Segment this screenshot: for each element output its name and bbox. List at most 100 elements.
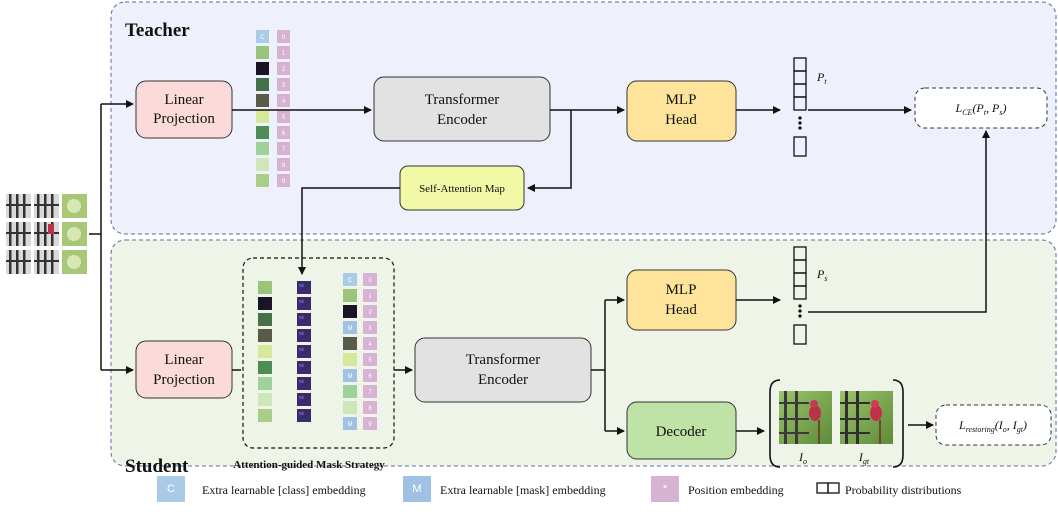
attention-token [297, 329, 311, 342]
teacher-linear-line1: Linear [164, 92, 203, 108]
svg-text:0: 0 [368, 278, 372, 284]
self-attention-map: Self-Attention Map [399, 165, 525, 211]
legend-prob-label: Probability distributions [845, 483, 962, 497]
teacher-title: Teacher [125, 20, 190, 41]
svg-text:1: 1 [368, 294, 372, 300]
patch-token [258, 361, 272, 374]
teacher-mlp-line2: Head [665, 112, 697, 128]
output-images: Io Igt [769, 379, 904, 468]
patch-token [256, 174, 269, 187]
patch-token [343, 385, 357, 398]
attention-token [297, 313, 311, 326]
position-token [277, 62, 290, 75]
patch-token [256, 110, 269, 123]
patch-token [258, 281, 272, 294]
svg-text:Projection: Projection [153, 372, 215, 388]
p-s-label: Ps [816, 267, 827, 283]
patch-token [258, 297, 272, 310]
position-token [363, 369, 377, 382]
patch-token [256, 94, 269, 107]
position-token [277, 78, 290, 91]
svg-text:Self-Attention Map: Self-Attention Map [419, 183, 505, 195]
svg-text:7: 7 [282, 147, 286, 153]
teacher-arrows [232, 106, 990, 313]
teacher-mlp-head: MLP Head [626, 80, 737, 142]
student-title: Student [125, 456, 189, 477]
patch-token [256, 158, 269, 171]
svg-text:Linear: Linear [164, 352, 203, 368]
patch-token [343, 401, 357, 414]
position-token [363, 353, 377, 366]
img-gt-label: Igt [858, 450, 870, 466]
svg-text:C: C [260, 35, 265, 41]
svg-text:LCE(Pt, Ps): LCE(Pt, Ps) [955, 101, 1007, 117]
legend-class-swatch [157, 476, 185, 502]
attention-token [297, 281, 311, 294]
input-patch [62, 222, 87, 246]
teacher-linear-line2: Projection [153, 111, 215, 127]
svg-text:4: 4 [368, 342, 372, 348]
ce-loss-box: LCE(Pt, Ps) [914, 87, 1048, 129]
class-token [256, 30, 269, 43]
svg-text:Head: Head [665, 302, 697, 318]
svg-text:3: 3 [368, 326, 372, 332]
attention-token [297, 377, 311, 390]
input-patch [34, 250, 59, 274]
svg-text:2: 2 [368, 310, 372, 316]
svg-text:5: 5 [282, 115, 286, 121]
reconstructed-image [779, 391, 832, 444]
position-token [277, 158, 290, 171]
position-token [277, 110, 290, 123]
patch-token [256, 126, 269, 139]
teacher-linear-projection: Linear Projection [135, 80, 233, 139]
patch-token [256, 62, 269, 75]
svg-text:6: 6 [368, 374, 372, 380]
input-patch [34, 222, 59, 246]
svg-text:C: C [348, 278, 353, 284]
input-patch [62, 250, 87, 274]
attention-token [297, 345, 311, 358]
teacher-region [110, 1, 1057, 235]
student-mlp-head: MLP Head [626, 269, 737, 331]
patch-token [343, 305, 357, 318]
attention-token [297, 409, 311, 422]
svg-text:Transformer: Transformer [466, 352, 540, 368]
student-transformer-encoder: Transformer Encoder [414, 337, 592, 403]
attention-token [297, 297, 311, 310]
patch-token [343, 289, 357, 302]
input-patch [6, 194, 31, 218]
svg-text:Lrestoring(Io, Igt): Lrestoring(Io, Igt) [958, 418, 1027, 434]
svg-text:5: 5 [368, 358, 372, 364]
mask-strategy-label: Attention-guided Mask Strategy [233, 459, 385, 471]
attention-token [297, 361, 311, 374]
img-o-label: Io [798, 450, 807, 466]
input-connectors [89, 100, 134, 374]
mask-token [343, 321, 357, 334]
class-token [343, 273, 357, 286]
svg-text:8: 8 [282, 163, 286, 169]
position-token [277, 126, 290, 139]
position-token [363, 289, 377, 302]
input-patch [6, 222, 31, 246]
p-t-label: Pt [816, 70, 827, 86]
input-patch [6, 250, 31, 274]
legend: C Extra learnable [class] embedding M Ex… [157, 476, 962, 502]
input-patch [34, 194, 59, 218]
patch-token [258, 345, 272, 358]
student-linear-projection: Linear Projection [135, 340, 233, 399]
position-token [363, 337, 377, 350]
position-token [277, 174, 290, 187]
position-token [277, 94, 290, 107]
patch-token [343, 353, 357, 366]
patch-token [256, 46, 269, 59]
student-arrows [232, 296, 934, 435]
svg-text:4: 4 [282, 99, 286, 105]
mask-token [343, 369, 357, 382]
svg-text:MLP: MLP [666, 282, 697, 298]
legend-pos-label: Position embedding [688, 483, 784, 497]
input-patch [62, 194, 87, 218]
legend-pos-swatch [651, 476, 679, 502]
